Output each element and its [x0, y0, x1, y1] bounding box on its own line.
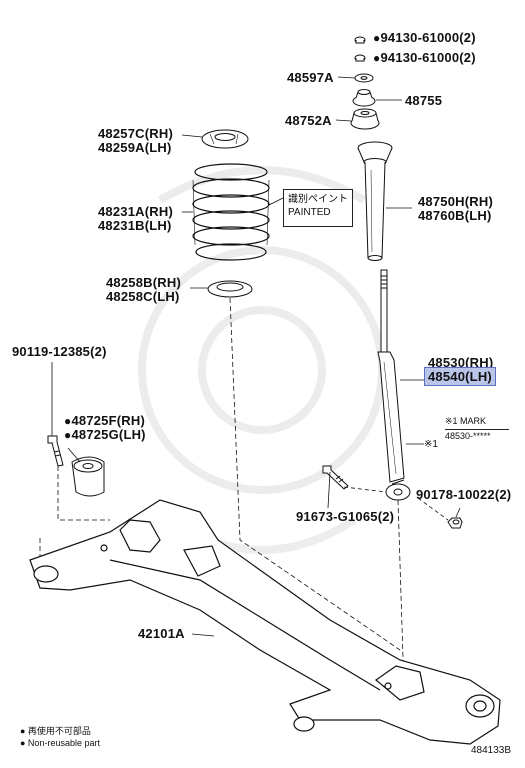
paint-note-box: 識別ペイント PAINTED [283, 189, 353, 227]
label-48750h-rh: 48750H(RH) [418, 194, 493, 209]
coil-spring-part [192, 163, 270, 261]
non-reusable-marker: ● [64, 414, 72, 428]
mark-callout: ※1 [424, 439, 438, 450]
nut-90178-part [447, 517, 463, 529]
shock-absorber-part [377, 351, 411, 501]
label-48259a-lh: 48259A(LH) [98, 140, 172, 155]
label-48258b-rh: 48258B(RH) [106, 275, 181, 290]
upper-insulator-part [201, 129, 249, 149]
label-48760b-lh: 48760B(LH) [418, 208, 492, 223]
label-48725f-rh: ●48725F(RH) [64, 413, 145, 429]
label-48231b-lh: 48231B(LH) [98, 218, 172, 233]
nut-94130-second [354, 54, 366, 62]
highlighted-part-number[interactable]: 48540(LH) [424, 367, 496, 386]
cushion-48597a-part [354, 73, 374, 83]
mark-note-title: ※1 MARK [445, 416, 487, 426]
label-90178-10022: 90178-10022(2) [416, 487, 512, 502]
cushion-48752a-part [350, 108, 380, 130]
bush-part [71, 456, 105, 497]
label-48752a: 48752A [285, 113, 332, 128]
paint-note-jp: 識別ペイント [288, 194, 348, 205]
diagram-reference: 484133B [470, 745, 511, 756]
label-48530-rh: 48530(RH) [428, 355, 494, 370]
label-91673-g1065: 91673-G1065(2) [296, 509, 395, 524]
label-48258c-lh: 48258C(LH) [106, 289, 180, 304]
bolt-91673-part [322, 465, 349, 490]
label-48755: 48755 [405, 93, 443, 108]
non-reusable-marker: ● [373, 51, 381, 65]
paint-note-en: PAINTED [288, 207, 331, 218]
bolt-90119-part [47, 435, 64, 467]
nut-94130-top [354, 36, 366, 44]
label-48231a-rh: 48231A(RH) [98, 204, 173, 219]
label-48725g-lh: ●48725G(LH) [64, 427, 146, 443]
label-42101a: 42101A [138, 626, 185, 641]
bump-boot-part [357, 141, 393, 261]
cushion-48755-part [352, 89, 376, 107]
legend: ● 再使用不可部品 ● Non-reusable part [20, 725, 100, 749]
label-48540-lh: 48540(LH) [424, 367, 496, 386]
label-nut-2: ●94130-61000(2) [373, 50, 476, 66]
legend-en: ● Non-reusable part [20, 738, 100, 748]
piston-rod [380, 269, 388, 353]
label-48257c-rh: 48257C(RH) [98, 126, 173, 141]
label-48597a: 48597A [287, 70, 334, 85]
label-90119-12385: 90119-12385(2) [12, 344, 107, 359]
axle-beam-part [29, 499, 501, 745]
label-nut-1: ●94130-61000(2) [373, 30, 476, 46]
mark-note: ※1 MARK 48530-***** [445, 416, 509, 442]
non-reusable-marker: ● [64, 428, 72, 442]
non-reusable-marker: ● [373, 31, 381, 45]
assembly-guides [39, 297, 405, 691]
watermark [138, 166, 386, 554]
legend-jp: ● 再使用不可部品 [20, 726, 91, 736]
mark-note-value: 48530-***** [445, 429, 509, 442]
lower-insulator-part [207, 280, 253, 298]
